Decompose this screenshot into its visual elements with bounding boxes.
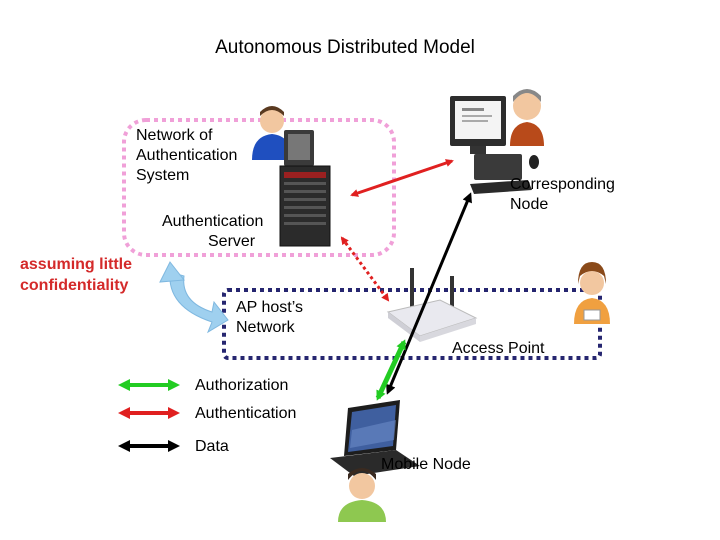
auth-arrow-server-ap-dotted [340, 236, 390, 302]
auth-arrow-server-corresponding [350, 159, 454, 197]
mobile-node-person-icon [338, 468, 386, 522]
page-title: Autonomous Distributed Model [215, 37, 475, 58]
legend-authentication-label: Authentication [195, 405, 297, 422]
auth-server-label-line: Authentication [162, 213, 264, 230]
confidentiality-arrow-icon [159, 261, 229, 334]
corresponding-node-label-line: Node [510, 196, 549, 213]
legend-data-label: Data [195, 438, 229, 455]
auth-server-label-line: Server [208, 233, 256, 250]
corresponding-node-label: Corresponding Node [510, 175, 615, 215]
admin-person-icon [252, 106, 292, 160]
auth-network-label-line: Authentication [136, 147, 238, 164]
auth-network-label: Network of Authentication System [136, 126, 237, 186]
assuming-label-line: confidentiality [20, 277, 129, 294]
legend-authorization-label: Authorization [195, 377, 289, 394]
corresponding-node-label-line: Corresponding [510, 176, 615, 193]
access-point-label: Access Point [452, 340, 545, 357]
laptop-icon [330, 400, 420, 476]
corresponding-person-icon [510, 89, 544, 146]
auth-network-label-line: System [136, 167, 190, 184]
authorization-arrow-ap-mobile [375, 339, 407, 401]
mobile-node-label: Mobile Node [381, 456, 471, 473]
server-icon [279, 165, 331, 247]
assuming-label-line: assuming little [20, 256, 133, 273]
ap-host-network-label: AP host’s Network [236, 298, 303, 338]
corresponding-node-computer-icon [450, 96, 539, 194]
data-arrow-corresponding-mobile [386, 192, 472, 395]
ap-host-label-line: AP host’s [236, 299, 304, 316]
ap-host-person-icon [574, 262, 610, 324]
access-point-icon [386, 268, 478, 342]
auth-network-label-line: Network of [136, 127, 213, 144]
auth-server-label: Authentication Server [162, 212, 263, 252]
assuming-confidentiality-label: assuming little confidentiality [20, 254, 132, 296]
ap-host-label-line: Network [236, 319, 295, 336]
workstation-icon [284, 130, 314, 166]
